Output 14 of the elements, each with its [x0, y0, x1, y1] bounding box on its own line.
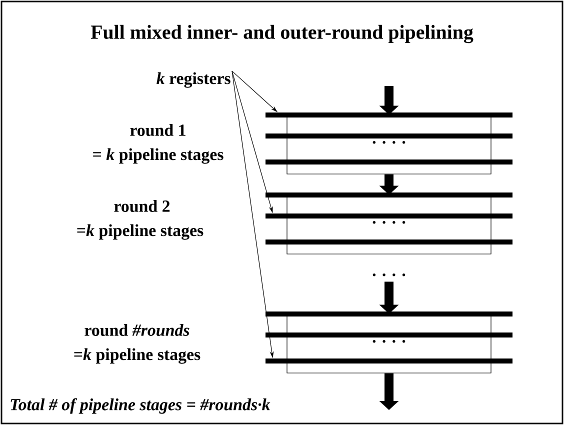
total-note: Total # of pipeline stages = #rounds·k	[10, 398, 270, 414]
register-bar	[266, 160, 512, 164]
stage-count-label: =k pipeline stages	[77, 224, 204, 240]
round-label: round #rounds	[84, 324, 190, 336]
round-label: round 2	[114, 200, 170, 212]
ellipsis: · · · ·	[372, 274, 406, 276]
stage-count-label: = k pipeline stages	[93, 148, 224, 164]
title: Full mixed inner- and outer-round pipelining	[90, 24, 474, 44]
register-bar	[266, 332, 512, 338]
register-label: k registers	[156, 72, 230, 88]
register-bar	[266, 240, 512, 244]
stage-count-label: =k pipeline stages	[74, 348, 200, 364]
register-bar	[266, 134, 512, 138]
round-label: round 1	[130, 124, 186, 136]
